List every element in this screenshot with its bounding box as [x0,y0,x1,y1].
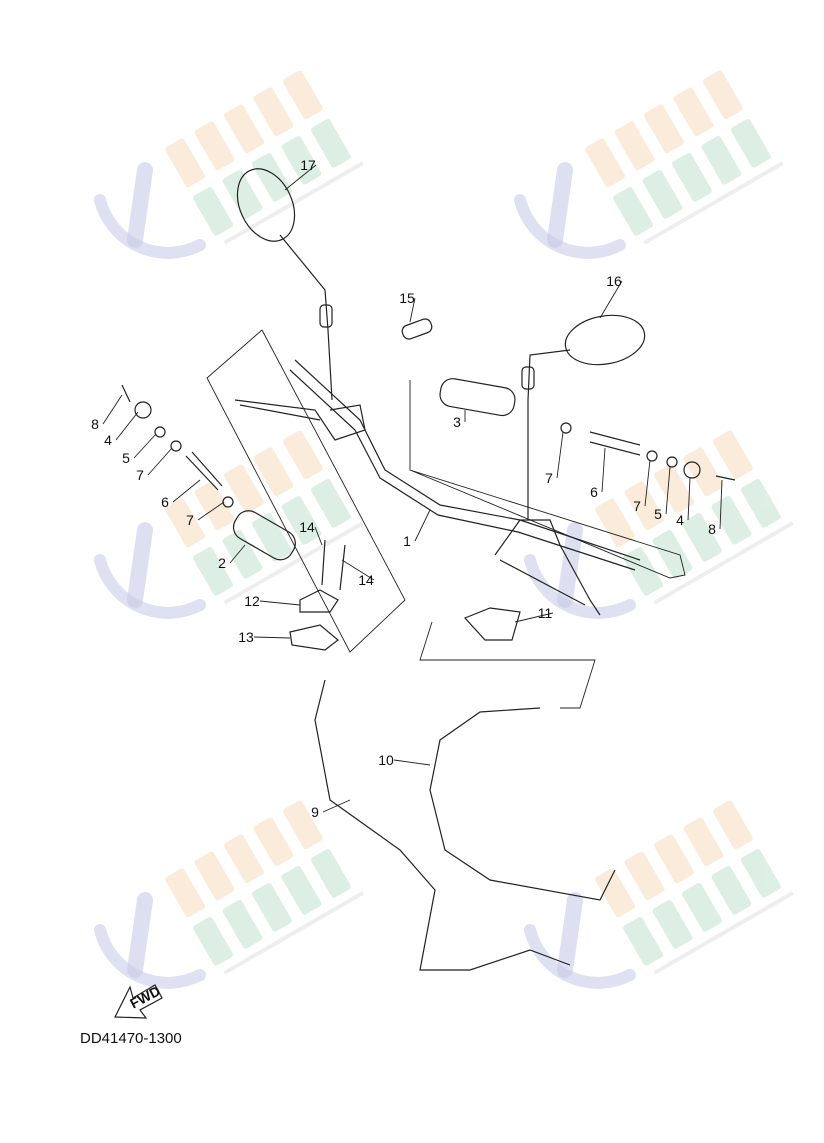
cable-group-box [419,621,596,709]
callout-14: 14 [299,519,315,535]
callout-3: 3 [453,414,461,430]
callout-11: 11 [538,605,553,621]
throttle-11 [463,607,521,641]
leader-line [414,509,431,542]
callout-2: 2 [218,555,226,571]
callout-17: 17 [300,157,316,173]
mirror-right-joint [521,366,535,390]
right-hardware [560,422,736,481]
right-lever [494,519,601,616]
leader-line [197,501,225,521]
leader-line [133,433,157,459]
mirror-right-stem [527,349,571,520]
leader-line [102,394,123,425]
callout-8: 8 [91,416,99,432]
leader-line [259,600,301,606]
leader-line [314,526,323,546]
watermark-logo [524,800,794,989]
leader-line [229,544,246,564]
leader-line [514,612,554,623]
cable-10 [429,707,616,901]
callout-8: 8 [708,521,716,537]
watermark-logo [94,70,364,259]
callout-12: 12 [244,593,260,609]
watermark-logo [94,800,364,989]
callout-6: 6 [590,484,598,500]
leader-line [284,164,317,191]
drawing-code: DD41470-1300 [80,1030,182,1047]
callout-14: 14 [358,572,374,588]
callout-7: 7 [186,512,194,528]
callout-4: 4 [676,512,684,528]
leader-line [341,559,375,581]
left-hardware [121,384,234,508]
callout-5: 5 [654,506,662,522]
callout-13: 13 [238,629,254,645]
leader-line [601,447,606,493]
leader-line [115,411,139,441]
leader-line [599,280,623,319]
leader-line [556,431,564,479]
leader-line [409,297,416,323]
watermark-logo [514,70,784,259]
mirror-left [236,168,296,242]
cable-9 [314,679,571,971]
leader-line [253,636,291,639]
grip-3 [439,378,516,417]
callout-7: 7 [545,470,553,486]
mirror-right [564,314,646,366]
callout-4: 4 [104,432,112,448]
leader-line [172,479,201,503]
leader-line [322,799,351,813]
switch-housing [289,539,346,651]
leader-line [644,459,651,507]
leader-line [687,477,691,521]
callout-7: 7 [136,467,144,483]
mirror-left-joint [319,304,333,328]
mirror-left-stem [279,234,333,401]
left-lever [234,399,366,441]
leader-line [393,759,431,766]
leader-lines [102,164,723,813]
part-15-cap [401,318,433,340]
leader-line [665,466,671,515]
grip-2 [232,510,296,561]
left-group-box [206,329,406,653]
callout-16: 16 [606,273,622,289]
callout-6: 6 [161,494,169,510]
right-group-box [409,380,686,579]
callout-9: 9 [311,804,319,820]
callout-7: 7 [633,498,641,514]
callout-5: 5 [122,450,130,466]
callout-15: 15 [399,290,415,306]
fwd-arrow-icon: FWD [114,982,163,1019]
leader-line [147,447,173,476]
watermark-logo [94,430,364,619]
callout-10: 10 [378,752,394,768]
callout-1: 1 [403,533,411,549]
handlebar [289,359,641,571]
leader-line [719,479,723,530]
